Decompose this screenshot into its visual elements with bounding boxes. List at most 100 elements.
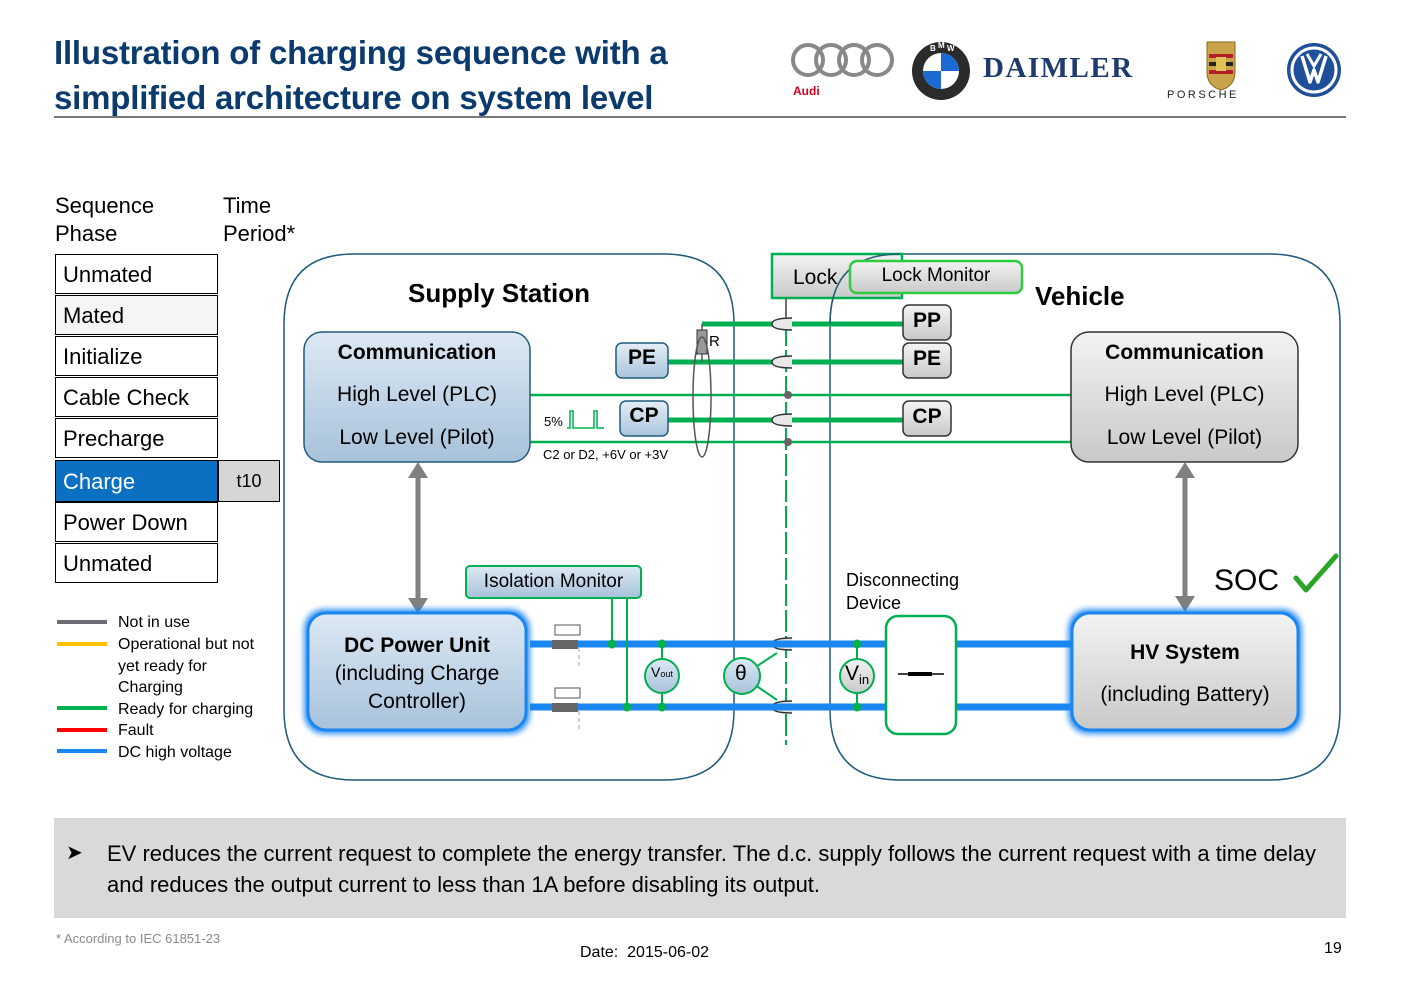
title-line-1: Illustration of charging sequence with a <box>54 34 668 71</box>
legend-swatch-dc <box>57 749 107 753</box>
legend-label-ready: Ready for charging <box>118 701 254 718</box>
contact-cp <box>771 413 793 427</box>
phase-cable-check: Cable Check <box>55 377 218 417</box>
hv-system-title: HV System <box>1130 641 1240 664</box>
dc-power-unit-box <box>306 611 528 732</box>
dc-power-unit-title: DC Power Unit <box>344 634 490 657</box>
dc-power-unit-sub2: Controller) <box>367 690 467 713</box>
vin-meter-icon <box>839 639 875 712</box>
contact-pilot <box>784 438 792 446</box>
disconnecting-device-label: Disconnecting Device <box>846 570 960 613</box>
phase-unmated-end: Unmated <box>55 543 218 583</box>
contact-pe <box>771 355 793 369</box>
sequence-phase-header: Sequence Phase <box>55 193 155 246</box>
legend-label-operational-1: Operational but not <box>118 636 255 653</box>
vehicle-comm-high: High Level (PLC) <box>1104 383 1265 406</box>
vehicle-title: Vehicle <box>1035 281 1125 311</box>
page-number: 19 <box>1324 940 1342 957</box>
vehicle-cp-pin <box>902 400 952 437</box>
hv-system-box <box>1070 611 1300 732</box>
bmw-roundel-icon: B M W <box>912 41 970 100</box>
vout-label: Vout <box>651 664 673 680</box>
legend-label-fault: Fault <box>118 722 154 739</box>
porsche-crest-icon: PORSCHE <box>1167 41 1239 101</box>
cp-state-label: C2 or D2, +6V or +3V <box>543 447 669 462</box>
check-icon <box>1293 553 1339 593</box>
lock-monitor-label: Lock Monitor <box>881 265 991 286</box>
bmw-logo: B M W <box>910 40 972 102</box>
dc-power-unit-sub1: (including Charge <box>334 662 500 685</box>
duty-cycle-label: 5% <box>544 414 563 429</box>
phase-power-down: Power Down <box>55 502 218 542</box>
isolation-monitor-label: Isolation Monitor <box>483 571 624 592</box>
station-communication-box <box>303 331 531 463</box>
audi-rings-icon: Audi <box>791 43 894 98</box>
cable-ellipse <box>692 336 712 458</box>
time-period-t10: t10 <box>218 460 280 502</box>
pwm-waveform-icon <box>567 410 604 429</box>
contact-pp <box>771 317 793 331</box>
lock-monitor-box <box>848 259 1024 295</box>
legend-label-operational-3: Charging <box>118 679 183 696</box>
station-comm-arrow <box>408 462 428 614</box>
vw-emblem-icon <box>1287 43 1341 97</box>
resistor-icon <box>696 329 708 355</box>
legend-label-operational-2: yet ready for <box>118 658 207 675</box>
station-contactor-plus-coil <box>554 624 581 636</box>
phase-unmated: Unmated <box>55 254 218 294</box>
resistor-label: R <box>709 333 720 350</box>
vehicle-comm-arrow <box>1175 462 1195 612</box>
vehicle-pp-pin <box>902 304 952 341</box>
vehicle-cp-label: CP <box>912 405 942 428</box>
vehicle-pe-label: PE <box>912 347 941 370</box>
porsche-logo: PORSCHE <box>1165 40 1277 102</box>
legend-swatch-ready <box>57 706 107 710</box>
vin-label: Vin <box>845 662 870 687</box>
station-comm-low: Low Level (Pilot) <box>339 426 495 449</box>
vehicle-pp-label: PP <box>912 309 941 332</box>
legend-swatch-not-in-use <box>57 620 107 624</box>
note-text: EV reduces the current request to comple… <box>107 841 1317 897</box>
vw-logo <box>1286 42 1342 98</box>
legend-label-dc: DC high voltage <box>118 744 232 761</box>
svg-text:PORSCHE: PORSCHE <box>1167 89 1239 101</box>
station-comm-high: High Level (PLC) <box>337 383 497 406</box>
footer-date: Date: 2015-06-02 <box>580 944 709 961</box>
time-period-header: Time Period* <box>223 193 296 246</box>
supply-station-frame <box>283 253 735 781</box>
station-contactor-plus <box>552 640 578 649</box>
soc-label: SOC <box>1214 564 1280 597</box>
vout-meter-icon <box>644 639 680 712</box>
phase-precharge: Precharge <box>55 418 218 458</box>
isolation-monitor-box <box>465 565 642 599</box>
title-line-2: simplified architecture on system level <box>54 79 654 116</box>
vehicle-pe-pin <box>902 342 952 379</box>
vehicle-communication-box <box>1070 331 1299 463</box>
svg-text:M: M <box>938 41 945 50</box>
contact-plc <box>784 391 792 399</box>
footnote: * According to IEC 61851-23 <box>56 931 221 946</box>
audi-wordmark: Audi <box>793 84 820 98</box>
temperature-sensor-icon <box>723 652 778 701</box>
theta-label: θ <box>735 662 747 685</box>
hv-system-sub: (including Battery) <box>1100 683 1270 706</box>
vehicle-comm-low: Low Level (Pilot) <box>1106 426 1263 449</box>
svg-text:B: B <box>930 44 936 53</box>
supply-station-title: Supply Station <box>408 278 590 308</box>
daimler-logo: DAIMLER <box>983 52 1134 84</box>
phase-mated: Mated <box>55 295 218 335</box>
station-pe-pin <box>615 342 669 379</box>
station-cp-label: CP <box>629 404 659 427</box>
station-contactor-minus <box>552 703 578 712</box>
audi-logo: Audi <box>788 40 898 102</box>
station-cp-pin <box>619 400 669 437</box>
vehicle-comm-title: Communication <box>1105 341 1264 364</box>
station-contactor-minus-coil <box>554 687 581 699</box>
legend-swatch-operational <box>57 642 107 646</box>
legend-swatch-fault <box>57 728 107 732</box>
phase-initialize: Initialize <box>55 336 218 376</box>
note-panel <box>54 818 1346 918</box>
title-divider <box>54 116 1346 118</box>
station-pe-label: PE <box>627 346 656 369</box>
